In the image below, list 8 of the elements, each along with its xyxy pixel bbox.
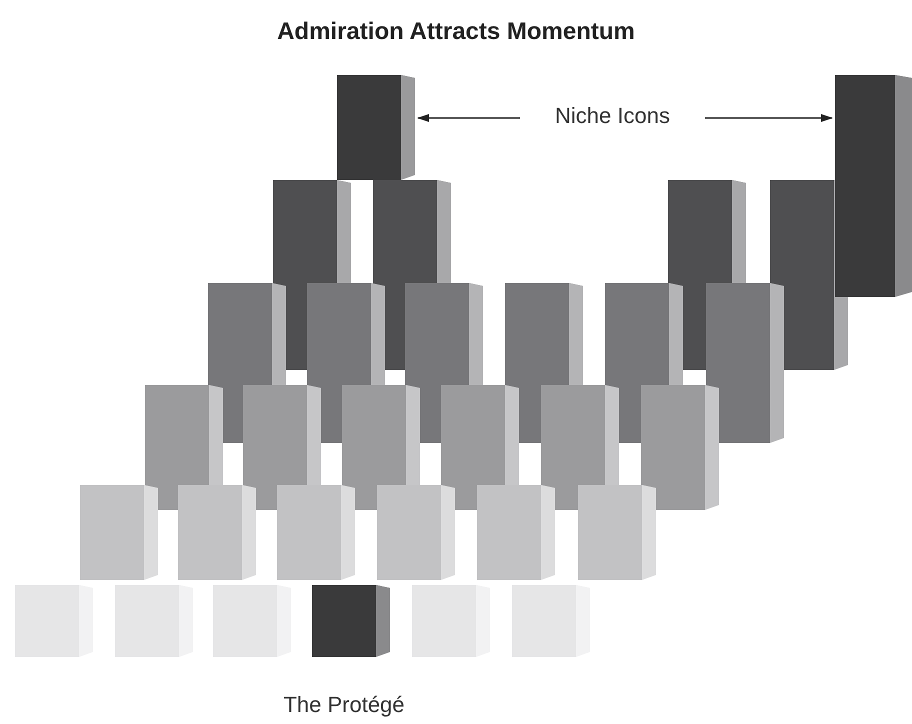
highlighted-block [835,75,912,297]
arrow [417,114,520,122]
highlighted-block [312,585,390,657]
arrow [705,114,833,122]
highlighted-block [337,75,415,180]
node-label: Niche Icons [555,103,670,129]
node-label: The Protégé [282,692,406,718]
title: Admiration Attracts Momentum [276,18,636,46]
